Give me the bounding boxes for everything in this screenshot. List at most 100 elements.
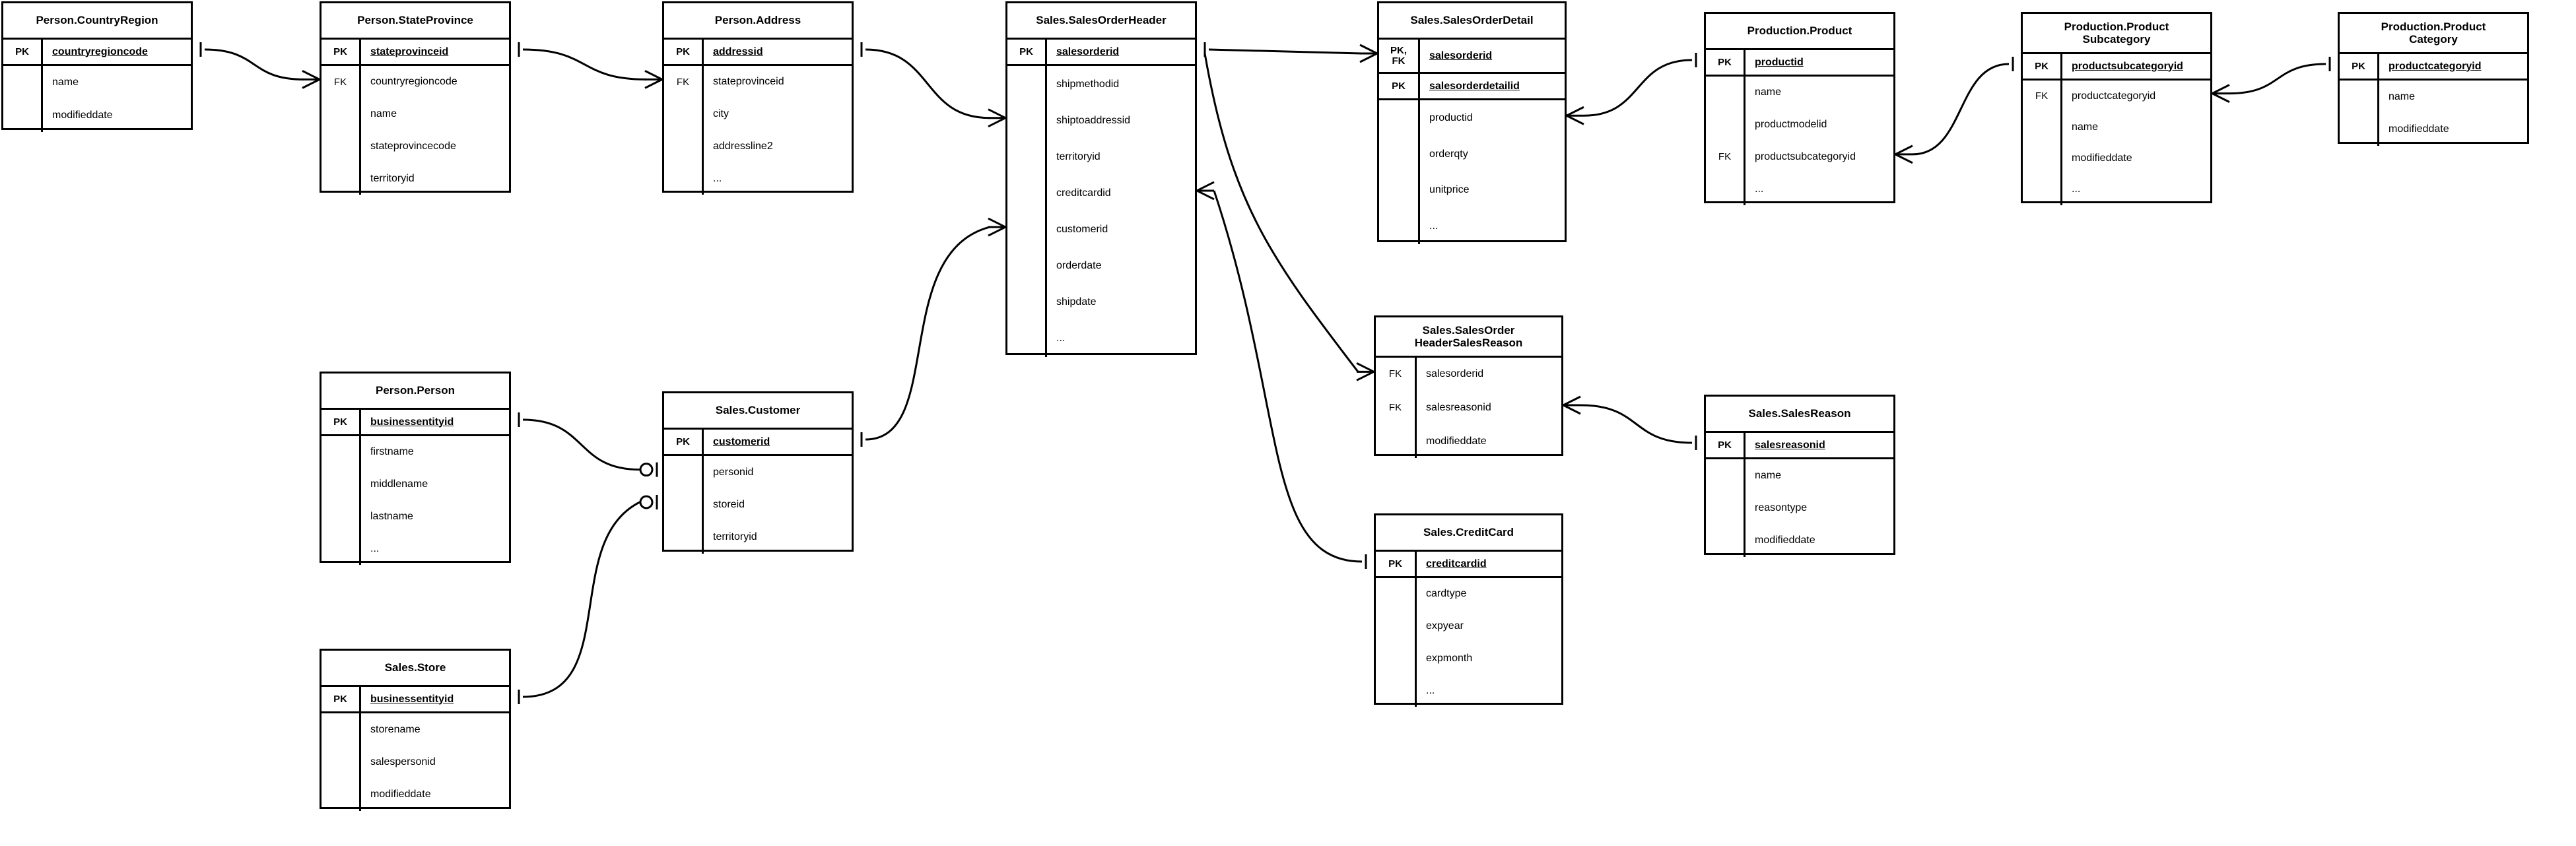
field-label: modifieddate (2072, 152, 2132, 164)
field-row[interactable]: expmonth (1417, 643, 1561, 675)
field-row[interactable]: salespersonid (361, 746, 509, 778)
field-row[interactable]: stateprovincecode (361, 131, 509, 163)
field-row[interactable]: ... (1420, 209, 1565, 245)
field-row[interactable]: cardtype (1417, 578, 1561, 610)
field-row[interactable]: shipmethodid (1047, 66, 1195, 102)
field-row[interactable]: reasontype (1746, 492, 1893, 524)
field-row[interactable]: modifieddate (2379, 114, 2527, 146)
field-row[interactable]: modifieddate (43, 99, 191, 132)
field-row[interactable]: orderdate (1047, 248, 1195, 284)
field-row[interactable]: storename (361, 713, 509, 746)
field-row[interactable]: unitprice (1420, 172, 1565, 209)
field-row[interactable]: lastname (361, 501, 509, 533)
field-label: productid (1429, 112, 1473, 124)
key-marker-text: PK (676, 46, 690, 57)
field-row[interactable]: ... (704, 162, 852, 195)
cardinality-many-marker (1563, 404, 1581, 415)
field-row[interactable]: countryregioncode (361, 66, 509, 98)
field-row[interactable]: name (2062, 112, 2210, 143)
field-row[interactable]: customerid (1047, 212, 1195, 248)
field-row[interactable]: name (43, 66, 191, 99)
field-row[interactable]: modifieddate (361, 779, 509, 811)
field-row[interactable]: shiptoaddressid (1047, 102, 1195, 139)
field-row[interactable]: ... (1047, 321, 1195, 357)
field-row[interactable]: territoryid (704, 521, 852, 554)
field-row[interactable]: stateprovinceid (704, 66, 852, 98)
entity-title: Person.StateProvince (322, 3, 509, 38)
field-row[interactable]: name (2379, 81, 2527, 114)
field-row[interactable]: productid (1420, 100, 1565, 137)
field-row[interactable]: territoryid (361, 162, 509, 195)
field-row[interactable]: storeid (704, 488, 852, 521)
field-row[interactable]: addressline2 (704, 131, 852, 163)
field-row[interactable]: ... (1746, 173, 1893, 205)
key-marker: PK (1007, 40, 1047, 64)
field-row[interactable]: orderqty (1420, 137, 1565, 173)
field-row[interactable]: name (361, 98, 509, 131)
field-row[interactable]: modifieddate (1746, 525, 1893, 557)
field-row[interactable]: territoryid (1047, 139, 1195, 175)
field-row[interactable]: ... (1417, 674, 1561, 707)
field-row[interactable]: middlename (361, 469, 509, 501)
field-row[interactable]: expyear (1417, 610, 1561, 643)
field-row[interactable]: name (1746, 459, 1893, 492)
field-label: modifieddate (370, 789, 431, 800)
entity-title: Person.Person (322, 374, 509, 408)
field-row[interactable]: shipdate (1047, 284, 1195, 321)
field-row[interactable]: productmodelid (1746, 109, 1893, 141)
cardinality-many-marker (1566, 106, 1584, 117)
field-row[interactable]: productcategoryid (2062, 81, 2210, 112)
entity-title-line: Sales.Store (384, 661, 446, 674)
field-row[interactable]: salesreasonid (1417, 391, 1561, 425)
field-row[interactable]: modifieddate (1417, 424, 1561, 458)
key-column (664, 456, 704, 554)
field-row[interactable]: salesorderid (1417, 358, 1561, 391)
field-row[interactable]: modifieddate (2062, 143, 2210, 174)
pk-field-label: businessentityid (370, 416, 454, 428)
field-row[interactable]: name (1746, 77, 1893, 109)
entity-title-line: Subcategory (2082, 33, 2151, 46)
field-row[interactable]: ... (361, 533, 509, 565)
field-row[interactable]: personid (704, 456, 852, 488)
field-name: productsubcategoryid (2062, 54, 2210, 79)
field-row[interactable]: city (704, 98, 852, 131)
field-row[interactable]: creditcardid (1047, 175, 1195, 211)
field-row[interactable]: productsubcategoryid (1746, 141, 1893, 174)
field-label: ... (1056, 333, 1066, 344)
field-label: reasontype (1755, 502, 1808, 513)
field-row[interactable]: ... (2062, 174, 2210, 205)
key-marker: FK (1376, 391, 1415, 425)
field-row[interactable]: firstname (361, 436, 509, 469)
